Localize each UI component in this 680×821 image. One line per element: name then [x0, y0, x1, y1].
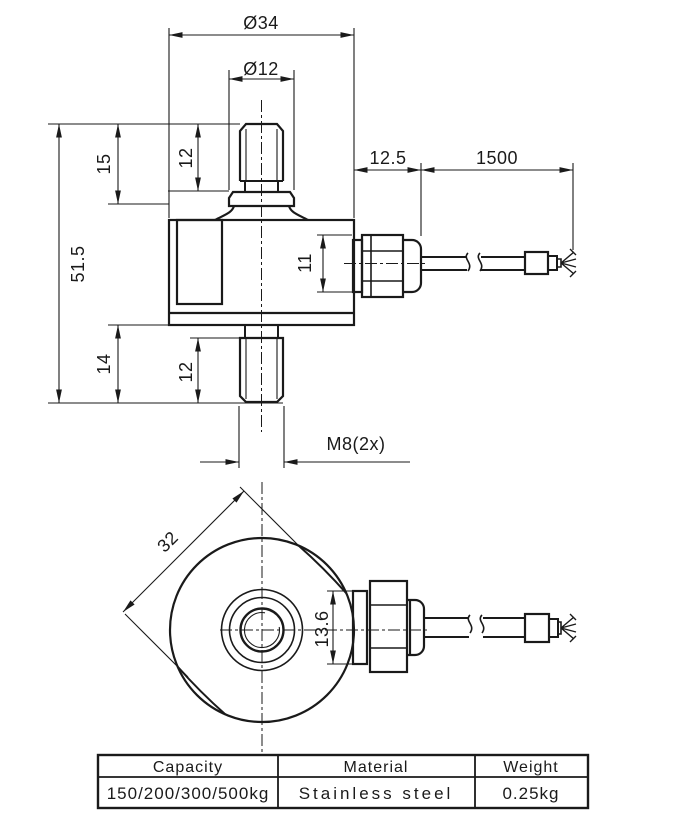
ext-d12: [228, 70, 295, 190]
label-window: [175, 218, 224, 306]
ext-32-ne: [239, 486, 306, 553]
label-51-5: 51.5: [68, 245, 88, 282]
table-header-material: Material: [344, 759, 409, 776]
label-12-bottom: 12: [176, 361, 196, 382]
flat-ne: [297, 544, 348, 595]
bottom-stud-neck: [244, 325, 279, 338]
table-grid-lines: [98, 755, 588, 808]
cable-plug: [547, 255, 558, 271]
cable-segment-1: [421, 256, 467, 271]
table-header-weight: Weight: [503, 759, 559, 776]
cable-segment-1-bottom: [424, 617, 469, 638]
gland-nut-facets-bottom: [370, 604, 407, 649]
cable-segment-2-bottom: [483, 617, 525, 638]
top-stud-thread-lines: [245, 129, 278, 181]
thread-minor-arc: [243, 611, 281, 649]
cable-sleeve-bottom: [523, 612, 551, 644]
side-view-dimension-lines: [56, 32, 573, 465]
side-view-extension-lines: [48, 28, 574, 468]
label-d12: Ø12: [243, 59, 279, 79]
label-32: 32: [153, 527, 182, 556]
top-boss: [227, 190, 296, 208]
gland-nut: [360, 233, 405, 299]
cable-break: [465, 252, 483, 272]
label-13-6: 13.6: [312, 610, 332, 647]
label-12-top: 12: [176, 147, 196, 168]
ext-m8: [238, 406, 285, 468]
gland-nut-bottom: [368, 579, 409, 674]
bottom-stud-thread-lines: [245, 338, 278, 399]
bottom-view-dimensions: [122, 486, 353, 678]
table-cell-material: Stainless steel: [299, 784, 454, 803]
label-1500: 1500: [476, 148, 518, 168]
ext-32-sw: [124, 613, 189, 678]
label-11: 11: [295, 253, 315, 273]
cable-wires-bottom: [560, 613, 577, 643]
bottom-stud: [238, 336, 285, 404]
cable-wires: [560, 248, 577, 278]
gland-dome-bottom: [407, 598, 426, 657]
dimline-32: [122, 490, 245, 613]
bottom-view-centerlines: [220, 482, 430, 752]
label-d34: Ø34: [243, 13, 279, 33]
gland-flange-bottom: [351, 589, 369, 666]
gland-dome: [403, 238, 423, 294]
cable-sleeve: [523, 250, 550, 276]
gland-nut-facets: [362, 235, 403, 297]
dimension-labels: Ø34 Ø12 51.5 15 12 14 12 12.5 1500 11 M8…: [68, 13, 518, 648]
table-header-capacity: Capacity: [153, 759, 223, 776]
cable-plug-bottom: [548, 618, 559, 638]
table-cell-weight: 0.25kg: [502, 784, 559, 803]
label-12-5: 12.5: [369, 148, 406, 168]
label-14: 14: [94, 353, 114, 374]
table-cell-capacity: 150/200/300/500kg: [107, 784, 270, 803]
spec-table: Capacity Material Weight 150/200/300/500…: [96, 753, 590, 810]
side-view-centerlines: [261, 100, 428, 432]
table-border: [96, 753, 590, 810]
label-15: 15: [94, 153, 114, 174]
label-m8: M8(2x): [326, 434, 385, 454]
cable-segment-2: [481, 256, 525, 271]
cable-break-bottom: [467, 614, 485, 634]
boss-flare: [214, 205, 309, 221]
